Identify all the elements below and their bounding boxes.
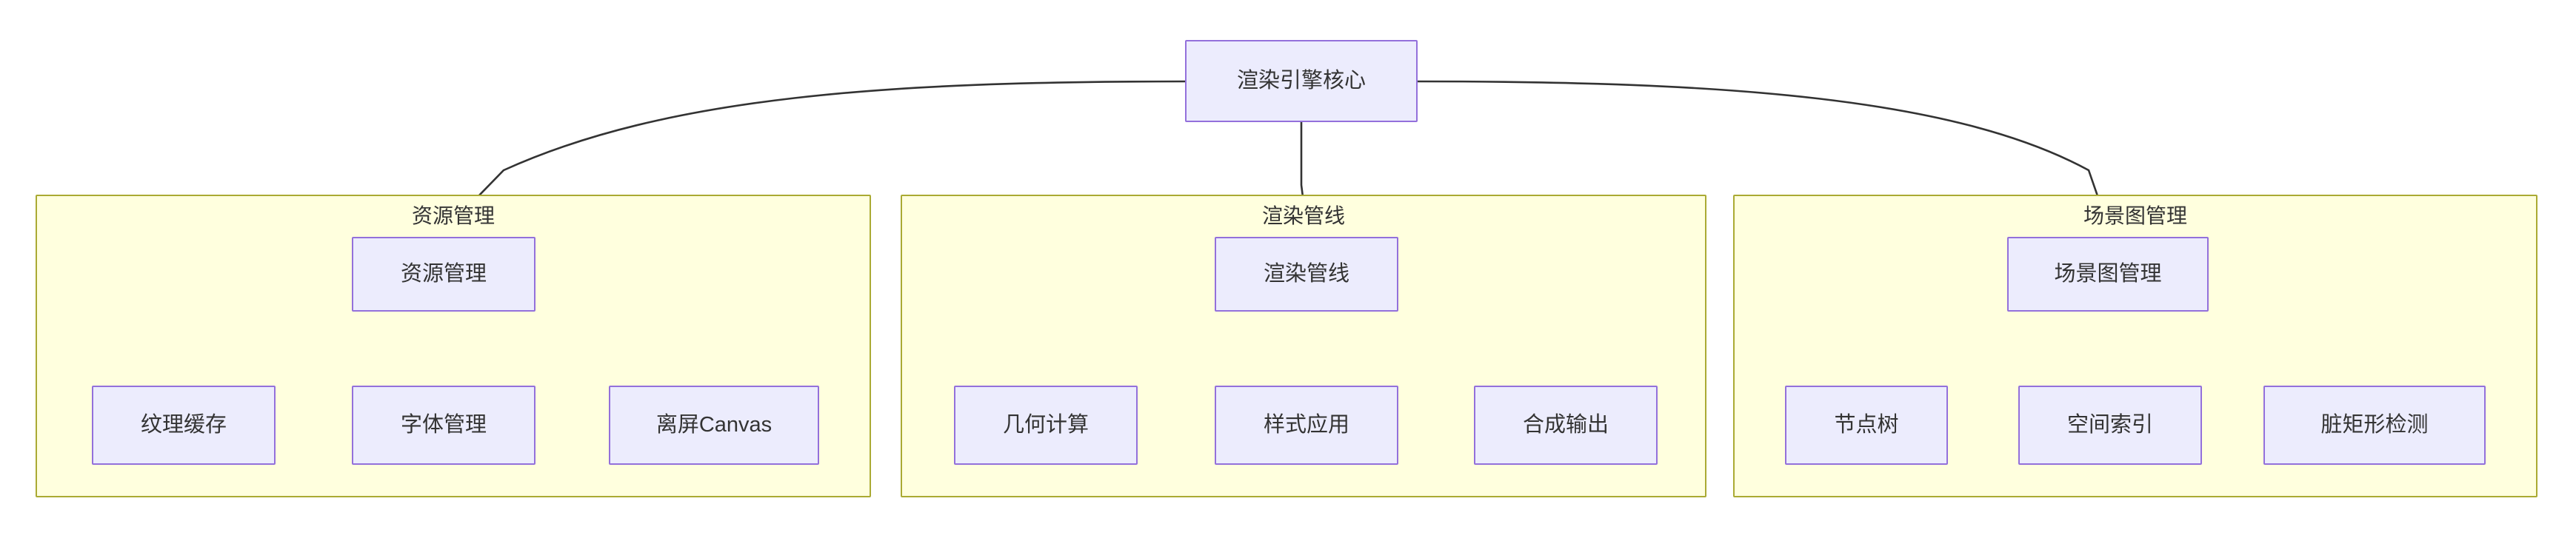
node-scene-graph-management[interactable]: 场景图管理 xyxy=(2007,237,2209,312)
node-label: 字体管理 xyxy=(400,413,487,437)
node-spatial-index[interactable]: 空间索引 xyxy=(2018,386,2202,465)
cluster-label-scene-graph-management: 场景图管理 xyxy=(2083,204,2187,227)
node-composite-output[interactable]: 合成输出 xyxy=(1474,386,1658,465)
node-resource-management[interactable]: 资源管理 xyxy=(352,237,535,312)
node-label: 样式应用 xyxy=(1263,413,1349,437)
node-label: 几何计算 xyxy=(1002,413,1089,437)
node-label: 脏矩形检测 xyxy=(2320,413,2429,437)
node-label: 场景图管理 xyxy=(2054,262,2162,286)
node-label: 渲染管线 xyxy=(1263,262,1349,286)
node-label: 渲染引擎核心 xyxy=(1236,69,1366,93)
node-label: 节点树 xyxy=(1834,413,1899,437)
node-label: 空间索引 xyxy=(2066,413,2153,437)
cluster-label-resource-management: 资源管理 xyxy=(411,204,495,227)
node-label: 资源管理 xyxy=(400,262,487,286)
node-render-engine-core[interactable]: 渲染引擎核心 xyxy=(1185,40,1418,122)
node-node-tree[interactable]: 节点树 xyxy=(1785,386,1948,465)
node-font-management[interactable]: 字体管理 xyxy=(352,386,535,465)
node-style-application[interactable]: 样式应用 xyxy=(1215,386,1398,465)
node-offscreen-canvas[interactable]: 离屏Canvas xyxy=(609,386,819,465)
node-render-pipeline[interactable]: 渲染管线 xyxy=(1215,237,1398,312)
node-label: 离屏Canvas xyxy=(655,413,773,437)
cluster-label-render-pipeline: 渲染管线 xyxy=(1261,204,1345,227)
node-texture-cache[interactable]: 纹理缓存 xyxy=(92,386,276,465)
node-label: 纹理缓存 xyxy=(140,413,227,437)
node-label: 合成输出 xyxy=(1522,413,1609,437)
node-geometry-calculation[interactable]: 几何计算 xyxy=(954,386,1138,465)
node-dirty-rectangle-detection[interactable]: 脏矩形检测 xyxy=(2263,386,2486,465)
